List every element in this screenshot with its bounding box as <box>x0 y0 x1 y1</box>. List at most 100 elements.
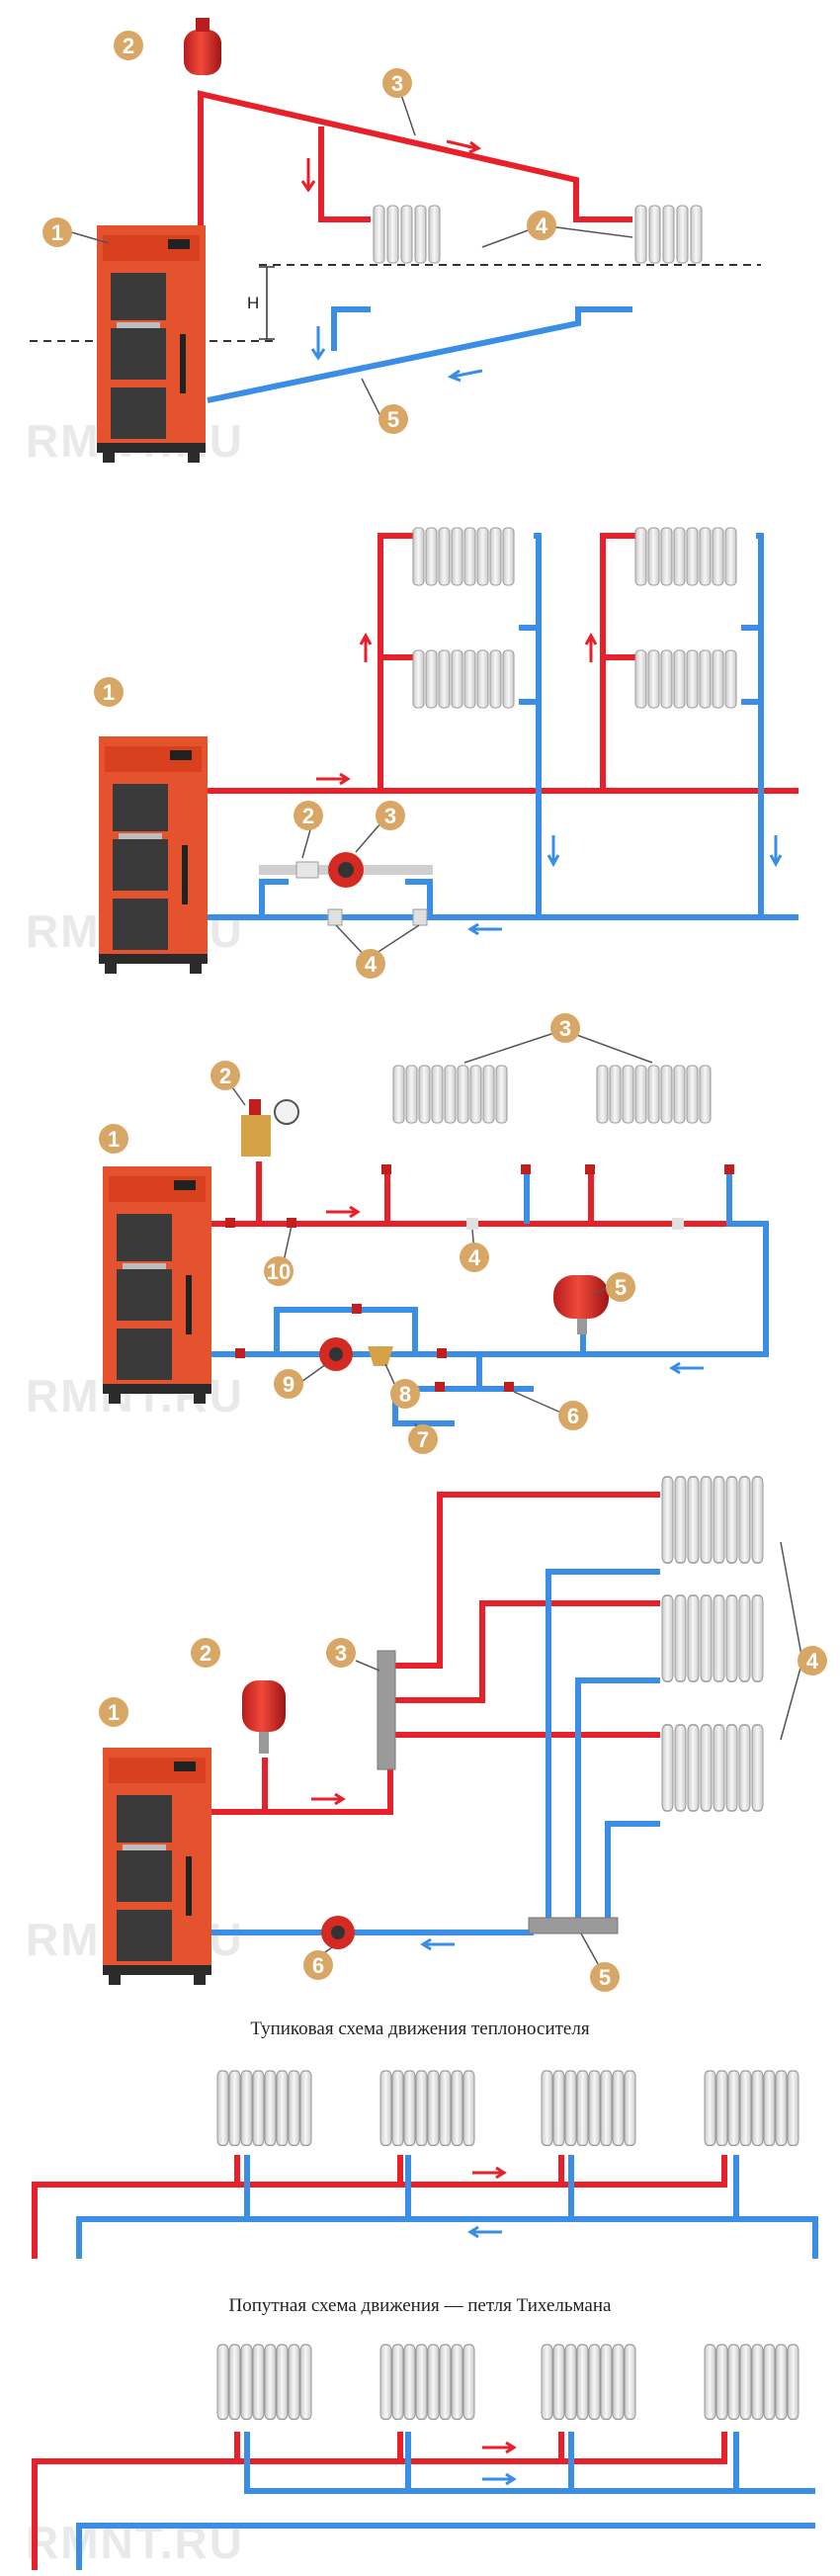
svg-text:2: 2 <box>200 1641 211 1666</box>
radiator-icon <box>661 1724 764 1812</box>
diagram-manifold: 1 2 3 4 5 6 <box>99 1476 827 1992</box>
svg-text:10: 10 <box>267 1259 291 1284</box>
flow-arrows <box>316 632 783 936</box>
marker-4: 4 <box>356 949 385 979</box>
return-pipes <box>208 1569 660 1935</box>
svg-text:2: 2 <box>302 804 314 828</box>
marker-5: 5 <box>606 1272 635 1302</box>
svg-text:9: 9 <box>283 1372 294 1397</box>
caption-dead-end: Тупиковая схема движения теплоносителя <box>250 2018 589 2039</box>
flow-arrows <box>467 2166 507 2239</box>
svg-text:1: 1 <box>51 220 63 245</box>
arrow-icon <box>452 369 483 379</box>
leader-lines <box>317 1541 803 1970</box>
marker-4: 4 <box>460 1243 489 1272</box>
ball-valve-icon <box>585 1164 595 1174</box>
return-pipes <box>206 533 798 920</box>
radiator-icon <box>373 205 441 264</box>
supply-pipes <box>198 90 632 232</box>
svg-text:5: 5 <box>387 407 399 432</box>
ball-valve-icon <box>412 908 428 926</box>
safety-group-icon <box>241 1099 299 1157</box>
marker-9: 9 <box>274 1369 303 1399</box>
boiler-icon <box>103 1748 211 1985</box>
svg-text:3: 3 <box>384 804 396 828</box>
svg-text:8: 8 <box>399 1382 411 1407</box>
marker-4: 4 <box>798 1646 827 1675</box>
expansion-tank-icon <box>553 1275 609 1334</box>
height-label: H <box>247 294 259 312</box>
radiator-icon <box>379 2070 475 2147</box>
marker-1: 1 <box>99 1697 128 1727</box>
radiator-icon <box>704 2344 799 2421</box>
marker-3: 3 <box>382 68 412 98</box>
diagram-gravity: H 1 2 3 4 <box>30 18 761 463</box>
radiator-icon <box>392 1065 508 1124</box>
supply-pipes <box>206 533 798 794</box>
ball-valves <box>225 1164 734 1392</box>
radiator-icon <box>704 2070 799 2147</box>
ball-valve-icon <box>504 1382 514 1392</box>
flow-arrows <box>300 139 483 383</box>
height-dimension <box>259 266 275 340</box>
radiator-icon <box>634 527 737 586</box>
leader-lines <box>301 815 420 960</box>
marker-3: 3 <box>326 1638 356 1668</box>
ball-valve-icon <box>352 1304 362 1314</box>
supply-pipes <box>32 2155 727 2259</box>
manifold-icon <box>377 1650 619 1934</box>
ball-valve-icon <box>466 1218 478 1230</box>
radiator-icon <box>596 1065 712 1124</box>
marker-5: 5 <box>590 1962 620 1992</box>
ball-valve-icon <box>672 1218 684 1230</box>
flow-arrows <box>326 1205 704 1375</box>
marker-5: 5 <box>378 404 408 434</box>
return-pipes <box>207 306 632 403</box>
return-pipes <box>76 2155 818 2259</box>
svg-text:1: 1 <box>108 1700 120 1725</box>
radiator-icon <box>379 2344 475 2421</box>
radiator-icon <box>661 1476 764 1564</box>
marker-1: 1 <box>99 1124 128 1154</box>
strainer-icon <box>295 861 319 879</box>
svg-text:6: 6 <box>567 1404 579 1428</box>
radiator-icon <box>412 649 515 709</box>
radiator-icon <box>541 2344 636 2421</box>
marker-2: 2 <box>294 801 323 830</box>
return-pipes <box>76 2432 815 2570</box>
ball-valve-icon <box>724 1164 734 1174</box>
svg-text:7: 7 <box>417 1427 429 1452</box>
strainer-icon <box>368 1346 393 1366</box>
diagram-tichelmann: Попутная схема движения — петля Тихельма… <box>32 2295 815 2570</box>
marker-2: 2 <box>191 1638 220 1668</box>
flow-arrows <box>482 2441 517 2486</box>
expansion-tank-icon <box>242 1680 286 1754</box>
svg-text:3: 3 <box>335 1641 347 1666</box>
ball-valve-icon <box>381 1164 391 1174</box>
diagram-pump-vertical: 1 2 3 4 <box>94 527 798 979</box>
svg-text:4: 4 <box>468 1245 481 1270</box>
dashed-reference-lines <box>30 264 761 342</box>
circulation-pump-icon <box>328 852 364 888</box>
circulation-pump-icon <box>321 1916 355 1949</box>
marker-7: 7 <box>408 1424 438 1454</box>
boiler-icon <box>103 1166 211 1404</box>
svg-text:3: 3 <box>391 71 403 96</box>
svg-text:4: 4 <box>806 1649 819 1674</box>
marker-2: 2 <box>210 1061 240 1090</box>
svg-text:2: 2 <box>123 34 134 58</box>
expansion-tank-icon <box>184 18 221 75</box>
ball-valve-icon <box>327 908 343 926</box>
marker-4: 4 <box>527 211 556 240</box>
marker-6: 6 <box>558 1401 588 1430</box>
svg-text:1: 1 <box>103 680 115 705</box>
supply-pipes <box>208 1161 729 1227</box>
ball-valve-icon <box>287 1218 296 1228</box>
svg-text:6: 6 <box>312 1953 324 1978</box>
ball-valve-icon <box>521 1164 531 1174</box>
flow-arrows <box>311 1792 455 1951</box>
marker-1: 1 <box>42 217 72 247</box>
caption-tichelmann: Попутная схема движения — петля Тихельма… <box>229 2295 612 2316</box>
svg-text:3: 3 <box>559 1016 571 1041</box>
radiator-icon <box>216 2344 312 2421</box>
